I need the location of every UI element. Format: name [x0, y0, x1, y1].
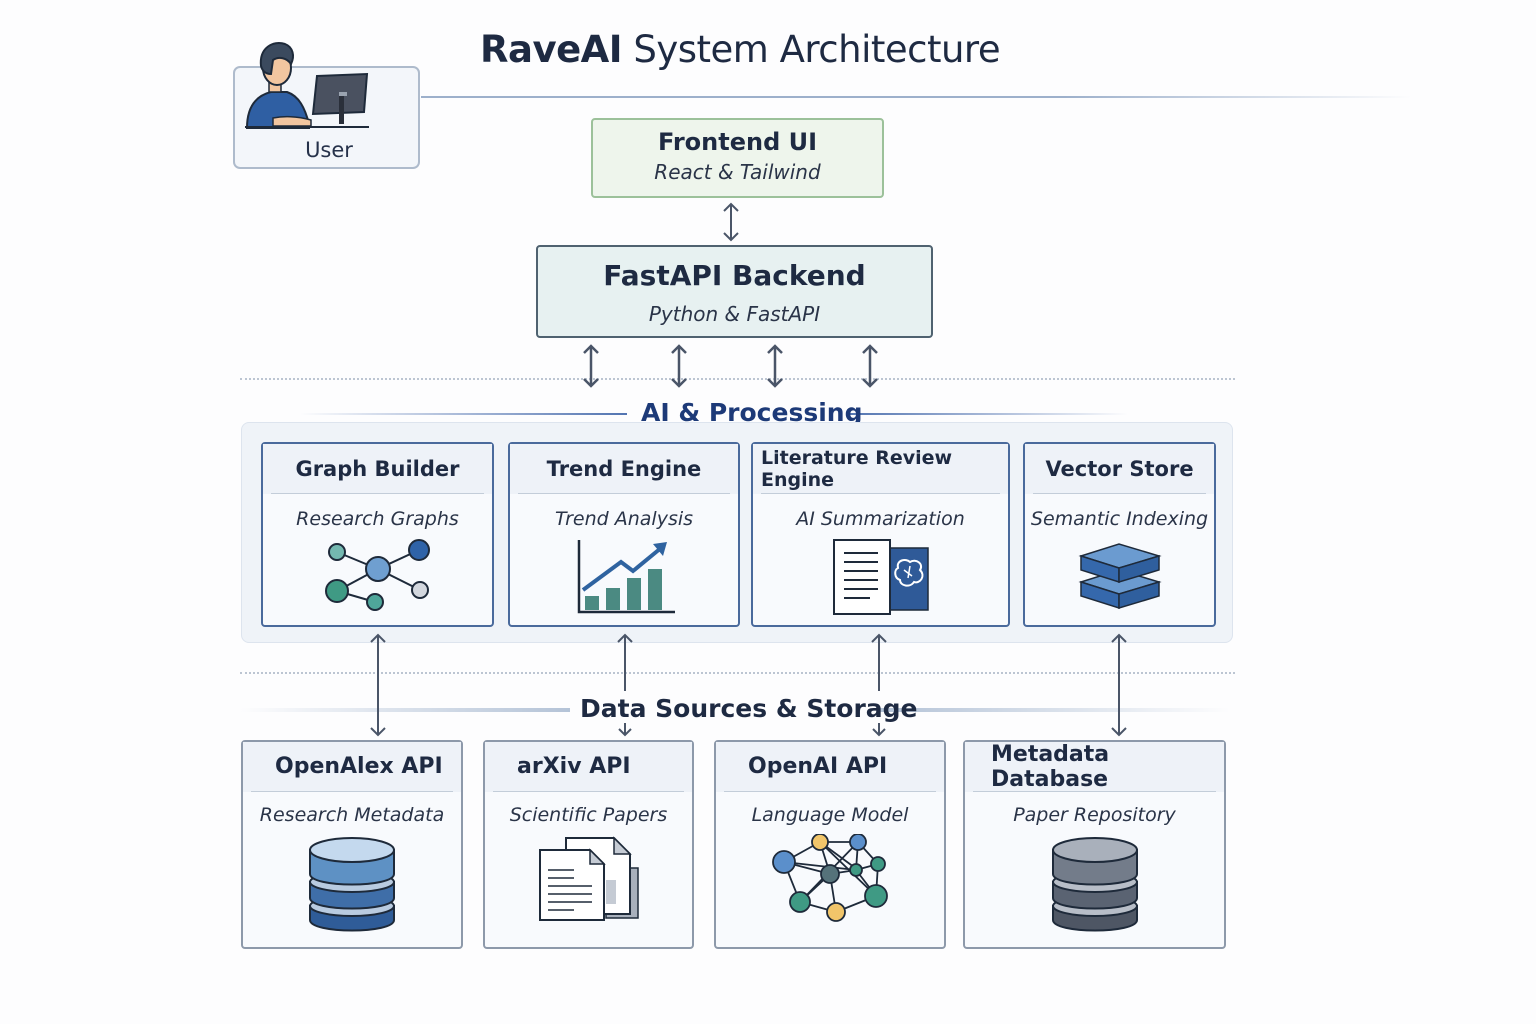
card-subtitle: Trend Analysis [554, 508, 694, 530]
arrow-literature-review-openai [871, 633, 887, 737]
arrow-backend-literature-review [767, 344, 783, 388]
frontend-subtitle: React & Tailwind [654, 160, 821, 184]
card-title: OpenAlex API [251, 742, 453, 792]
arrow-backend-graph-builder [583, 344, 599, 388]
arrow-backend-vector-store [862, 344, 878, 388]
layers-icon [1078, 543, 1162, 610]
arrow-trend-engine-arxiv [617, 633, 633, 737]
card-title: Vector Store [1033, 444, 1206, 494]
card-title: arXiv API [493, 742, 684, 792]
card-subtitle: Research Metadata [259, 804, 445, 826]
card-subtitle: AI Summarization [796, 508, 965, 530]
title-brand: RaveAI [480, 28, 623, 71]
section-line-right [848, 413, 1128, 415]
section-label-data-sources: Data Sources & Storage [580, 694, 918, 723]
title-underline [421, 96, 1411, 98]
card-subtitle: Scientific Papers [509, 804, 668, 826]
card-subtitle: Research Graphs [296, 508, 459, 530]
divider-dotted-bottom [240, 672, 1235, 674]
card-title: Trend Engine [518, 444, 730, 494]
section-line-left [240, 708, 570, 712]
section-line-right [880, 708, 1230, 712]
data-card-openai-api: OpenAI API Language Model [714, 740, 946, 949]
arrow-vector-store-metadata-db [1111, 633, 1127, 737]
fastapi-backend-node: FastAPI Backend Python & FastAPI [536, 245, 933, 338]
frontend-ui-node: Frontend UI React & Tailwind [591, 118, 884, 198]
database-gray-icon [1051, 837, 1138, 932]
title-rest: System Architecture [633, 28, 1001, 71]
frontend-title: Frontend UI [657, 128, 818, 156]
user-at-computer-icon [245, 42, 369, 129]
arrow-graph-builder-openalex [370, 633, 386, 737]
document-brain-icon [832, 539, 929, 615]
card-title: Literature Review Engine [761, 444, 1000, 494]
data-card-arxiv-api: arXiv API Scientific Papers [483, 740, 694, 949]
network-graph-icon [324, 539, 430, 611]
ai-card-graph-builder: Graph Builder Research Graphs [261, 442, 494, 627]
ai-card-trend-engine: Trend Engine Trend Analysis [508, 442, 740, 627]
data-card-metadata-database: Metadata Database Paper Repository [963, 740, 1226, 949]
arrow-backend-trend-engine [671, 344, 687, 388]
backend-subtitle: Python & FastAPI [648, 302, 821, 326]
card-title: Metadata Database [973, 742, 1216, 792]
card-title: Graph Builder [271, 444, 484, 494]
card-subtitle: Semantic Indexing [1030, 508, 1209, 530]
backend-title: FastAPI Backend [603, 259, 866, 292]
divider-dotted-top [240, 378, 1235, 380]
database-blue-icon [309, 837, 395, 932]
ai-card-literature-review-engine: Literature Review Engine AI Summarizatio… [751, 442, 1010, 627]
trend-chart-icon [577, 540, 675, 614]
data-card-openalex-api: OpenAlex API Research Metadata [241, 740, 463, 949]
diagram-title: RaveAI System Architecture [480, 28, 1001, 71]
section-line-left [300, 413, 627, 415]
arrow-frontend-backend [723, 202, 739, 242]
card-title: OpenAI API [724, 742, 936, 792]
card-subtitle: Paper Repository [1013, 804, 1176, 826]
user-label: User [305, 138, 353, 162]
ai-card-vector-store: Vector Store Semantic Indexing [1023, 442, 1216, 627]
card-subtitle: Language Model [751, 804, 909, 826]
documents-icon [538, 836, 639, 921]
neural-network-icon [772, 834, 888, 922]
